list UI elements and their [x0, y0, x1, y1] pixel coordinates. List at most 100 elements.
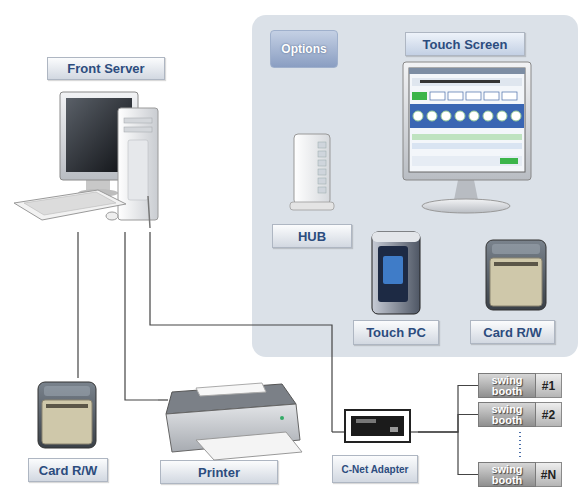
label-box: swing booth [478, 373, 536, 398]
connector-line [418, 386, 478, 433]
screen-footer-button [500, 158, 518, 164]
device-node: Touch PC [352, 228, 440, 346]
touch-pc-top [372, 232, 420, 242]
label-box: swing booth [478, 462, 536, 487]
pc-tower [118, 108, 158, 220]
node-text: Card R/W [483, 325, 542, 340]
screen-ball-band [410, 104, 524, 128]
printer-tray [196, 432, 302, 460]
label-box: HUB [272, 224, 352, 248]
label-box: Front Server [47, 57, 165, 80]
node-text: Printer [198, 465, 240, 480]
touch-pc-body [372, 232, 420, 314]
hub-port [318, 169, 326, 175]
monitor-base [422, 199, 510, 213]
hub-body [294, 134, 330, 204]
card-reader-highlight [492, 244, 540, 254]
label-box: #2 [536, 402, 562, 427]
antenna [148, 196, 150, 228]
card-reader-body [38, 382, 96, 448]
adapter-frame [345, 410, 410, 442]
mouse [106, 212, 118, 220]
node-text: swing booth [479, 375, 535, 397]
monitor-screen [409, 68, 525, 172]
monitor-bezel [60, 92, 138, 180]
node-text: #N [541, 468, 556, 482]
node-text: C-Net Adapter [342, 464, 409, 475]
drive-bay [124, 118, 152, 123]
card-slot [46, 404, 88, 408]
printer-body [166, 404, 300, 452]
device-node: HUB [270, 130, 354, 250]
booth-node: swing booth #N [478, 462, 562, 487]
card-reader-front [42, 400, 92, 444]
screen-ball [427, 111, 437, 121]
label-box: Card R/W [28, 458, 108, 482]
device-node: Touch Screen [400, 32, 532, 218]
drive-bay [124, 127, 152, 132]
hub-base [290, 202, 334, 210]
tower-panel [128, 140, 148, 200]
keyboard [14, 190, 126, 220]
continuation-dots [519, 432, 521, 458]
monitor-bezel [403, 62, 531, 180]
label-box: Options [270, 30, 338, 68]
hub-port [318, 187, 326, 193]
monitor-base [78, 189, 118, 197]
screen-title-stroke [420, 80, 500, 83]
screen-ball [497, 111, 507, 121]
touch-pc-front [378, 246, 408, 302]
screen-ball [413, 111, 423, 121]
screen-ball [455, 111, 465, 121]
screen-ball [483, 111, 493, 121]
screen-button [430, 92, 445, 100]
connector-line [150, 232, 332, 432]
device-node: Card R/W [468, 238, 556, 345]
booth-node: swing booth#2 [478, 402, 562, 427]
hub-port [318, 151, 326, 157]
hub-port [318, 142, 326, 148]
node-text: Card R/W [39, 463, 98, 478]
label-box: C-Net Adapter [332, 455, 418, 483]
screen-ball [511, 111, 521, 121]
device-node: Printer [158, 380, 300, 485]
card-reader-body [486, 240, 546, 310]
monitor-screen [66, 98, 132, 172]
panel-group: Options Touch ScreenHUB Touch PC Card R/W [252, 15, 578, 357]
label-box: #1 [536, 373, 562, 398]
screen-title-band [412, 78, 522, 86]
node-text: Front Server [67, 61, 144, 76]
connector-line [418, 432, 478, 475]
printer-top [166, 384, 296, 414]
touch-pc-panel [383, 256, 403, 284]
node-text: #1 [542, 379, 555, 393]
screen-button [412, 92, 427, 100]
printer-led [280, 416, 284, 420]
label-box: Touch PC [353, 320, 439, 345]
card-reader-front [490, 258, 542, 306]
screen-grid-row [412, 134, 522, 140]
node-text: #2 [542, 408, 555, 422]
cable-stub [410, 431, 418, 432]
adapter-detail [356, 419, 376, 423]
label-box: Touch Screen [405, 32, 525, 56]
cable-stub [158, 399, 168, 400]
node-text: Options [281, 42, 326, 56]
card-reader-highlight [44, 386, 90, 396]
card-slot [494, 262, 538, 266]
label-box: #N [536, 462, 562, 487]
monitor-neck [454, 180, 478, 200]
screen-button [448, 92, 463, 100]
label-box: Printer [160, 460, 278, 484]
booth-node: swing booth #1 [478, 373, 562, 398]
connector-line [418, 415, 478, 433]
adapter-port [390, 427, 398, 432]
connector-line [125, 232, 158, 400]
screen-ball [441, 111, 451, 121]
node-text: swing booth [479, 464, 535, 486]
monitor-neck [86, 178, 110, 192]
device-node: Card R/W [28, 378, 108, 483]
hub-port [318, 160, 326, 166]
